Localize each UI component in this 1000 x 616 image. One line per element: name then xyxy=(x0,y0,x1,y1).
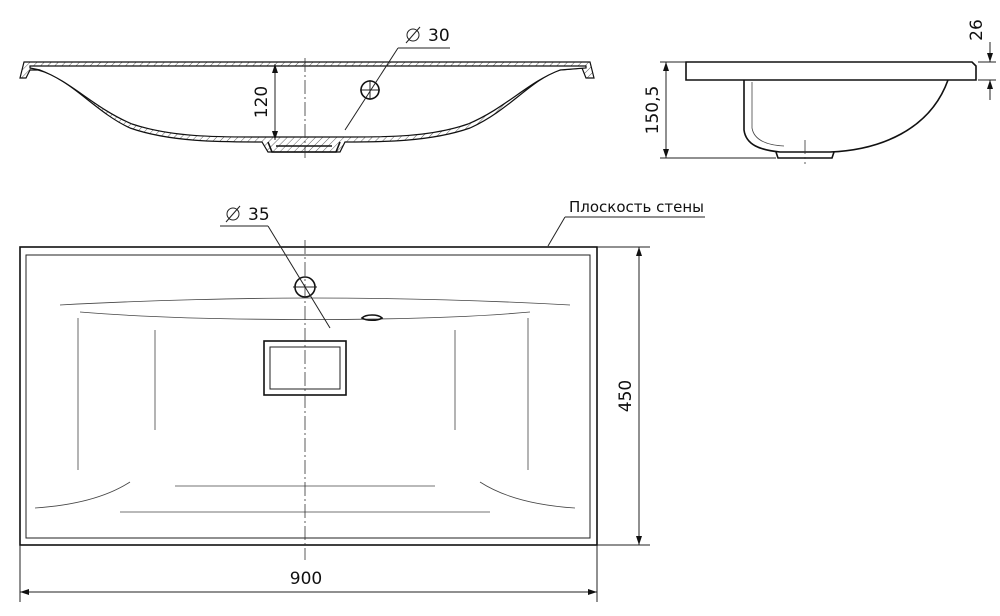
diameter-symbol xyxy=(405,26,421,44)
leader-wall-plane xyxy=(547,216,566,247)
side-rim xyxy=(685,61,977,81)
front-section-view: 30 120 xyxy=(19,26,595,158)
drain-section xyxy=(267,141,341,153)
dim-label-depth: 450 xyxy=(616,380,636,412)
wall-plane-label: Плоскость стены xyxy=(569,198,704,216)
dim-label-hole-30: 30 xyxy=(428,26,450,46)
basin-inner-surface xyxy=(29,65,587,138)
dim-label-rim-thickness: 26 xyxy=(967,19,987,41)
plan-inner-rim xyxy=(25,254,591,539)
dim-label-hole-35: 35 xyxy=(248,205,270,225)
dim-label-bowl-depth: 120 xyxy=(252,86,272,118)
plan-view: 35 Плоскость стены 450 900 xyxy=(19,198,705,602)
side-view: 150,5 26 xyxy=(643,19,996,164)
dim-label-side-height: 150,5 xyxy=(643,86,663,135)
diameter-symbol xyxy=(225,205,241,223)
leader-diameter-35 xyxy=(267,225,331,329)
dim-label-width: 900 xyxy=(290,569,322,589)
side-bowl xyxy=(743,79,949,153)
leader-diameter-30 xyxy=(344,47,399,131)
plan-outer-rim xyxy=(19,246,598,546)
overflow-slot xyxy=(360,314,384,322)
